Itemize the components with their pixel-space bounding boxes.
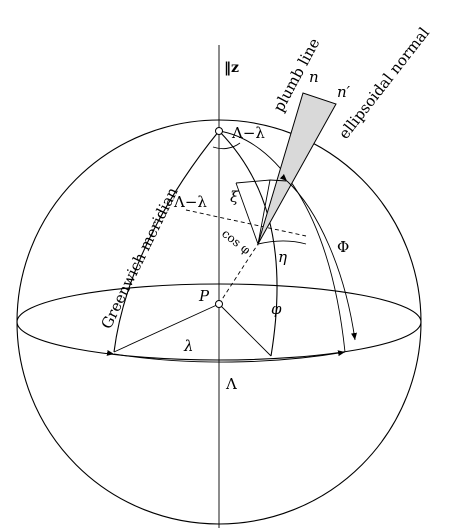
phi-big-arrow (279, 174, 357, 341)
pole-angle-label: Λ−λ (231, 124, 265, 142)
dashed-cos-phi (185, 209, 307, 237)
equator (16, 283, 422, 361)
n-prime-label: n′ (337, 83, 351, 101)
radius-to-point (218, 243, 259, 305)
lambda-label: λ (183, 337, 194, 355)
eta-arc (257, 240, 307, 245)
center-point (215, 300, 223, 308)
xi-label: ξ (230, 188, 239, 206)
greenwich-meridian-label: Greenwich meridian (97, 184, 181, 332)
p-label: P (198, 287, 210, 305)
radius-to-meridian (218, 303, 272, 357)
pole-angle-arc (212, 142, 241, 150)
eta-label: η (278, 248, 287, 266)
deflection-triangle (235, 179, 271, 246)
deflection-cone (257, 92, 337, 245)
lambda-big-arrow (106, 349, 346, 363)
mid-angle-label: Λ−λ (173, 193, 207, 211)
cos-phi-label: cos φ (219, 226, 253, 257)
big-phi-label: Φ (337, 238, 349, 256)
radius-to-greenwich (113, 303, 220, 353)
n-label: n (309, 68, 319, 86)
pole-point (215, 127, 223, 135)
greenwich-meridian-arc (113, 130, 220, 353)
z-axis-label: ‖z (224, 60, 239, 76)
phi-label: φ (271, 300, 282, 318)
big-lambda-label: Λ (225, 375, 237, 393)
